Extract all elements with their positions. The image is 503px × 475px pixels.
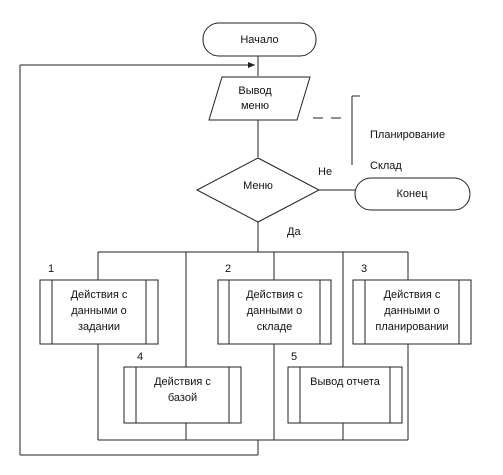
block-1-line-3: задании [78, 321, 120, 333]
block-1-line-2: данными о [71, 305, 126, 317]
menu-decision: Меню [195, 157, 321, 223]
start-label: Начало [240, 34, 278, 46]
block-2-number: 2 [225, 263, 231, 275]
menu-output-io: Вывод меню [208, 76, 311, 121]
end-label: Конец [396, 188, 428, 200]
block-1-line-1: Действия с [71, 289, 128, 301]
block-4-number: 4 [137, 351, 143, 363]
process-block-2: Действия с данными о складе [217, 279, 332, 345]
no-label: Не [318, 166, 332, 178]
block-3-line-2: данными о [384, 305, 439, 317]
block-2-line-3: складе [257, 321, 293, 333]
process-block-1: Действия с данными о задании [39, 279, 159, 345]
block-2-line-2: данными о [247, 305, 302, 317]
start-terminator: Начало [202, 22, 317, 57]
block-4-line-1: Действия с [154, 376, 211, 388]
block-1-number: 1 [48, 263, 54, 275]
block-2-line-1: Действия с [246, 289, 303, 301]
comment-line-1: Планирование [370, 129, 445, 141]
block-3-number: 3 [361, 263, 367, 275]
process-block-3: Действия с данными о планировании [352, 279, 472, 345]
block-5-number: 5 [291, 351, 297, 363]
menu-output-line-2: меню [241, 100, 269, 112]
block-3-line-1: Действия с [384, 289, 441, 301]
block-3-line-3: планировании [375, 321, 448, 333]
block-5-line-1: Вывод отчета [310, 376, 381, 388]
menu-output-line-1: Вывод [238, 85, 272, 97]
comment-line-2: Склад [370, 160, 402, 172]
block-4-line-2: базой [168, 392, 197, 404]
decision-label: Меню [243, 180, 273, 192]
yes-label: Да [287, 226, 301, 238]
end-terminator: Конец [354, 177, 471, 211]
process-block-4: Действия с базой [123, 366, 242, 424]
process-block-5: Вывод отчета [287, 366, 403, 424]
